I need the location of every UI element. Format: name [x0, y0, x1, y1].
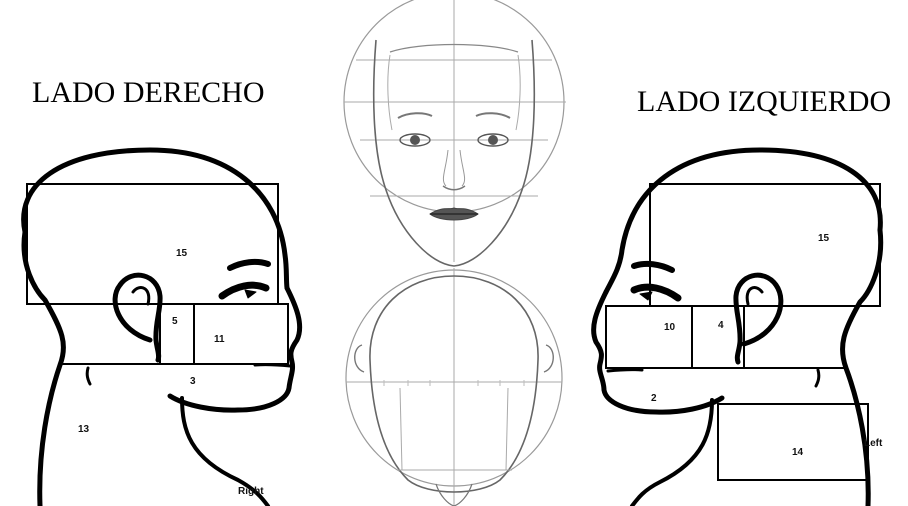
left-zone-14: 14	[792, 447, 804, 458]
left-zone-2: 2	[651, 393, 657, 404]
front-face-drawing	[344, 0, 566, 266]
left-zone-15: 15	[818, 233, 830, 244]
right-zone-3: 3	[190, 376, 196, 387]
right-profile-head	[24, 150, 300, 506]
left-profile-grid	[606, 184, 880, 480]
left-zone-4: 4	[718, 320, 724, 331]
right-zone-15: 15	[176, 248, 188, 259]
right-zone-13: 13	[78, 424, 90, 435]
left-zone-10: 10	[664, 322, 676, 333]
right-zone-5: 5	[172, 316, 178, 327]
right-zone-11: 11	[214, 334, 225, 345]
left-profile-head	[594, 150, 881, 506]
back-head-drawing	[346, 268, 562, 506]
right-side-label: Right	[238, 486, 264, 497]
left-side-label: Left	[864, 438, 883, 449]
